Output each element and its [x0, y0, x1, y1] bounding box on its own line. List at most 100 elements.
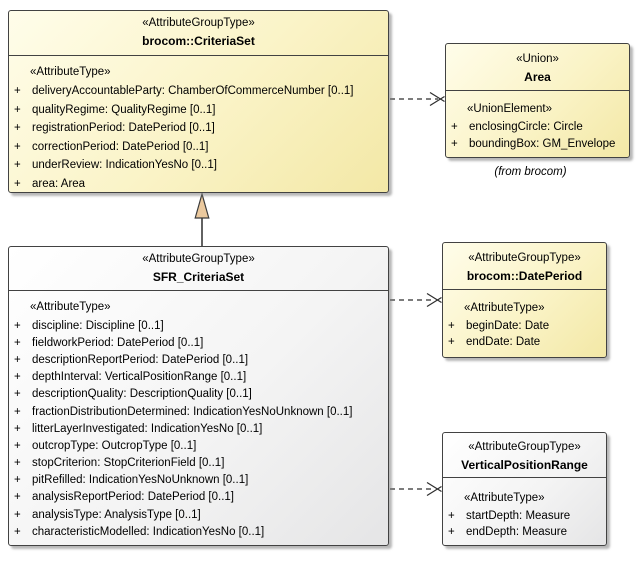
class-name: brocom::DatePeriod	[466, 269, 583, 283]
visibility-marker: +	[14, 122, 21, 135]
attribute-text: characteristicModelled: IndicationYesNo …	[32, 525, 265, 538]
visibility-marker: +	[14, 525, 21, 538]
attribute-row: + descriptionReportPeriod: DatePeriod [0…	[9, 351, 388, 368]
attribute-text: analysisType: AnalysisType [0..1]	[32, 508, 201, 521]
visibility-marker: +	[451, 137, 458, 150]
attribute-row: + litterLayerInvestigated: IndicationYes…	[9, 420, 388, 437]
stereotype-label: «AttributeGroupType»	[142, 17, 255, 29]
attribute-row: + correctionPeriod: DatePeriod [0..1]	[9, 138, 388, 157]
attribute-text: startDepth: Measure	[466, 510, 571, 522]
dependency-arrow-criteriaset-area[interactable]	[390, 91, 445, 107]
class-box-brocom-dateperiod[interactable]: «AttributeGroupType» brocom::DatePeriod …	[442, 242, 607, 358]
attribute-text: registrationPeriod: DatePeriod [0..1]	[32, 122, 215, 135]
attribute-text: fieldworkPeriod: DatePeriod [0..1]	[32, 336, 204, 349]
attribute-row: + fieldworkPeriod: DatePeriod [0..1]	[9, 334, 388, 351]
visibility-marker: +	[14, 140, 21, 153]
attribute-row: + enclosingCircle: Circle	[446, 119, 629, 136]
attribute-text: descriptionReportPeriod: DatePeriod [0..…	[32, 353, 249, 366]
visibility-marker: +	[14, 439, 21, 452]
attribute-row: + qualityRegime: QualityRegime [0..1]	[9, 101, 388, 120]
from-package-note: (from brocom)	[494, 166, 567, 178]
attribute-text: endDate: Date	[466, 336, 541, 348]
attribute-text: discipline: Discipline [0..1]	[32, 319, 164, 332]
attribute-stereotype-label: «AttributeType»	[30, 301, 111, 313]
attribute-text: boundingBox: GM_Envelope	[469, 137, 616, 150]
visibility-marker: +	[448, 320, 455, 332]
attribute-row: + startDepth: Measure	[443, 508, 606, 524]
attribute-text: qualityRegime: QualityRegime [0..1]	[32, 103, 216, 116]
attribute-row: + boundingBox: GM_Envelope	[446, 136, 629, 153]
attribute-text: area: Area	[32, 177, 86, 190]
attribute-text: outcropType: OutcropType [0..1]	[32, 439, 197, 452]
attribute-text: underReview: IndicationYesNo [0..1]	[32, 159, 217, 172]
visibility-marker: +	[14, 319, 21, 332]
attribute-row: + discipline: Discipline [0..1]	[9, 317, 388, 334]
stereotype-label: «Union»	[516, 53, 559, 65]
attribute-row: + area: Area	[9, 175, 388, 194]
class-box-area[interactable]: «Union» Area «UnionElement» + enclosingC…	[445, 43, 630, 158]
visibility-marker: +	[448, 526, 455, 538]
attribute-text: endDepth: Measure	[466, 526, 568, 538]
dependency-arrow-sfr-verticalpositionrange[interactable]	[390, 481, 442, 497]
attribute-text: stopCriterion: StopCriterionField [0..1]	[32, 457, 225, 470]
visibility-marker: +	[14, 405, 21, 418]
class-box-brocom-criteriaset[interactable]: «AttributeGroupType» brocom::CriteriaSet…	[8, 10, 389, 193]
visibility-marker: +	[14, 85, 21, 98]
attribute-text: beginDate: Date	[466, 320, 550, 332]
attribute-row: + analysisReportPeriod: DatePeriod [0..1…	[9, 489, 388, 506]
attribute-row: + stopCriterion: StopCriterionField [0..…	[9, 455, 388, 472]
attribute-stereotype-label: «AttributeType»	[464, 302, 545, 314]
visibility-marker: +	[14, 159, 21, 172]
attribute-text: enclosingCircle: Circle	[469, 121, 583, 134]
visibility-marker: +	[14, 336, 21, 349]
visibility-marker: +	[14, 371, 21, 384]
attribute-text: analysisReportPeriod: DatePeriod [0..1]	[32, 491, 234, 504]
class-box-verticalpositionrange[interactable]: «AttributeGroupType» VerticalPositionRan…	[442, 432, 607, 546]
attribute-row: + descriptionQuality: DescriptionQuality…	[9, 386, 388, 403]
visibility-marker: +	[14, 103, 21, 116]
dependency-arrow-sfr-dateperiod[interactable]	[390, 292, 442, 308]
attribute-row: + fractionDistributionDetermined: Indica…	[9, 403, 388, 420]
attribute-row: + outcropType: OutcropType [0..1]	[9, 437, 388, 454]
attribute-row: + pitRefilled: IndicationYesNoUnknown [0…	[9, 472, 388, 489]
visibility-marker: +	[448, 336, 455, 348]
visibility-marker: +	[448, 510, 455, 522]
attribute-row: + endDepth: Measure	[443, 524, 606, 540]
visibility-marker: +	[14, 177, 21, 190]
attribute-text: descriptionQuality: DescriptionQuality […	[32, 388, 252, 401]
attribute-stereotype-label: «UnionElement»	[467, 103, 553, 115]
attribute-row: + underReview: IndicationYesNo [0..1]	[9, 156, 388, 175]
attribute-text: pitRefilled: IndicationYesNoUnknown [0..…	[32, 474, 249, 487]
attribute-stereotype-label: «AttributeType»	[30, 66, 111, 78]
visibility-marker: +	[14, 422, 21, 435]
class-name: VerticalPositionRange	[461, 458, 588, 472]
attribute-text: litterLayerInvestigated: IndicationYesNo…	[32, 422, 263, 435]
class-name: brocom::CriteriaSet	[142, 34, 255, 48]
visibility-marker: +	[14, 457, 21, 470]
attribute-text: deliveryAccountableParty: ChamberOfComme…	[32, 85, 354, 98]
class-name: SFR_CriteriaSet	[152, 270, 245, 284]
attribute-row: + deliveryAccountableParty: ChamberOfCom…	[9, 82, 388, 101]
visibility-marker: +	[14, 491, 21, 504]
attribute-row: + depthInterval: VerticalPositionRange […	[9, 369, 388, 386]
generalization-arrow-sfr-criteriaset[interactable]	[194, 191, 210, 246]
stereotype-label: «AttributeGroupType»	[468, 252, 581, 264]
attribute-text: depthInterval: VerticalPositionRange [0.…	[32, 371, 247, 384]
attribute-row: + characteristicModelled: IndicationYesN…	[9, 523, 388, 540]
class-name: Area	[524, 70, 551, 84]
attribute-row: + analysisType: AnalysisType [0..1]	[9, 506, 388, 523]
class-box-sfr-criteriaset[interactable]: «AttributeGroupType» SFR_CriteriaSet «At…	[8, 246, 389, 546]
visibility-marker: +	[14, 388, 21, 401]
stereotype-label: «AttributeGroupType»	[468, 441, 581, 453]
visibility-marker: +	[451, 121, 458, 134]
visibility-marker: +	[14, 353, 21, 366]
stereotype-label: «AttributeGroupType»	[142, 253, 255, 265]
attribute-stereotype-label: «AttributeType»	[464, 492, 545, 504]
visibility-marker: +	[14, 508, 21, 521]
attribute-text: correctionPeriod: DatePeriod [0..1]	[32, 140, 209, 153]
visibility-marker: +	[14, 474, 21, 487]
attribute-row: + registrationPeriod: DatePeriod [0..1]	[9, 119, 388, 138]
attribute-text: fractionDistributionDetermined: Indicati…	[32, 405, 353, 418]
